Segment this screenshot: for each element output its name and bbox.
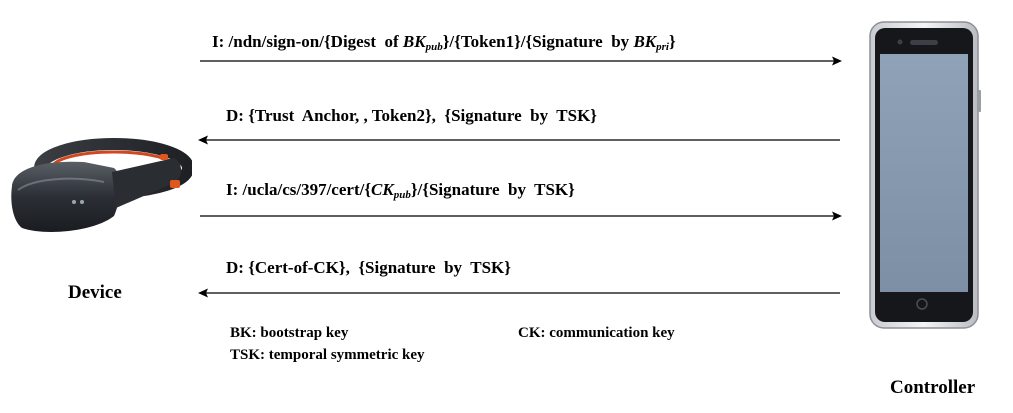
legend-bk: BK: bootstrap key — [230, 325, 349, 341]
message-1-suffix: } — [668, 32, 676, 51]
message-3-prefix: I: /ucla/cs/397/cert/{ — [226, 180, 372, 199]
message-1-interest-sign-on: I: /ndn/sign-on/{Digest of BKpub}/{Token… — [212, 32, 676, 57]
device-headset-image — [4, 128, 194, 246]
arrow-left-2 — [198, 134, 840, 146]
controller-phone-image — [866, 20, 982, 330]
legend-ck: CK: communication key — [518, 325, 675, 341]
message-1-middle: }/{Token1}/{Signature by — [442, 32, 634, 51]
device-label: Device — [68, 282, 122, 303]
message-2-data-trust-anchor: D: {Trust Anchor, , Token2}, {Signature … — [226, 106, 597, 125]
controller-label: Controller — [890, 377, 976, 398]
arrow-left-4 — [198, 287, 840, 299]
message-1-bk-pub: BKpub — [402, 32, 443, 53]
message-4-data-cert: D: {Cert-of-CK}, {Signature by TSK} — [226, 258, 511, 277]
message-3-ck-pub: CKpub — [371, 180, 411, 201]
arrow-right-3 — [200, 210, 842, 222]
message-3-suffix: }/{Signature by TSK} — [410, 180, 575, 199]
message-1-prefix: I: /ndn/sign-on/{Digest of — [212, 32, 403, 51]
message-3-interest-cert: I: /ucla/cs/397/cert/{CKpub}/{Signature … — [226, 180, 575, 205]
legend-tsk: TSK: temporal symmetric key — [230, 347, 425, 363]
arrow-right-1 — [200, 55, 842, 67]
message-1-bk-pri: BKpri — [633, 32, 669, 53]
